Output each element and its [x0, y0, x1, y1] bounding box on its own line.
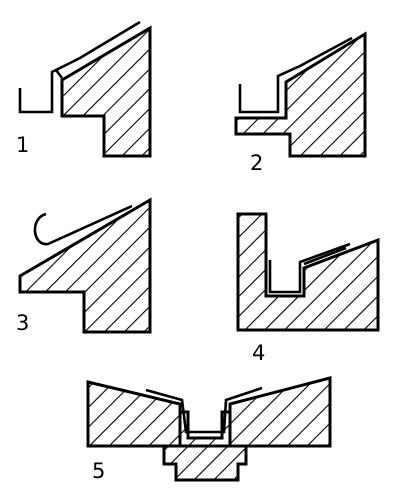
figure-2-gutter-sheet: [238, 36, 353, 114]
figure-3-wall: [18, 197, 152, 334]
figure-2-wall: [234, 31, 367, 158]
figure-3-curl-hook: [33, 204, 133, 246]
figure-4-label: 4: [252, 341, 265, 365]
figure-1-flashing: [54, 69, 64, 79]
figure-5-sole-plate: [162, 444, 248, 482]
figure-5-roof-right: [228, 376, 332, 448]
figure-1: 1: [16, 20, 152, 158]
figure-3-label: 3: [16, 311, 29, 335]
figure-2-label: 2: [250, 151, 263, 175]
figure-5-roof-left: [86, 380, 182, 448]
figure-4-flashing: [303, 246, 347, 266]
figure-4-gutter-sheet: [268, 242, 351, 294]
figure-3: 3: [16, 197, 152, 335]
figure-4-wall: [236, 212, 380, 332]
figure-5: 5: [86, 376, 332, 483]
figure-5-label: 5: [92, 459, 105, 483]
figure-5-gutter-sheet: [145, 386, 263, 434]
figure-4: 4: [236, 212, 380, 365]
figure-1-label: 1: [16, 133, 29, 157]
figure-2: 2: [234, 31, 367, 175]
figure-5-channel-base: [178, 410, 232, 448]
figure-1-gutter-sheet: [18, 20, 141, 114]
figure-1-wall: [60, 25, 152, 158]
